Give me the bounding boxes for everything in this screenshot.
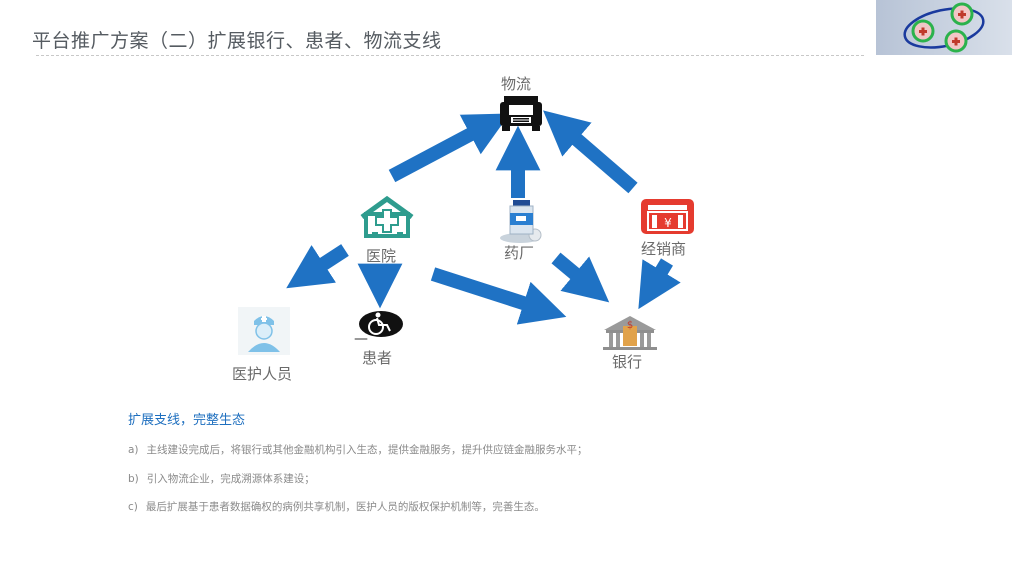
list-item-prefix: a) (128, 444, 139, 456)
arrow-dealer-to-logistics (543, 110, 638, 194)
store-icon: ¥ (641, 199, 694, 234)
list-item: b) 引入物流企业，完成溯源体系建设； (128, 471, 315, 486)
node-label-hospital: 医院 (366, 247, 397, 265)
arrow-pharma-to-bank (551, 252, 610, 303)
list-item-prefix: c) (128, 501, 138, 513)
node-label-pharma: 药厂 (504, 244, 535, 262)
section-title: 扩展支线，完整生态 (128, 413, 246, 428)
logo-network-icon (876, 0, 1012, 55)
arrow-hospital-to-logistics (388, 113, 510, 183)
wheelchair-icon (359, 311, 403, 337)
list-item-text: 最后扩展基于患者数据确权的病例共享机制，医护人员的版权保护机制等，完善生态。 (145, 501, 545, 513)
svg-text:$: $ (627, 320, 633, 331)
arrow-hospital-to-medical-staff (286, 244, 349, 289)
list-item-prefix: b) (128, 473, 139, 485)
svg-text:¥: ¥ (664, 216, 672, 230)
node-label-medical-staff: 医护人员 (232, 365, 293, 383)
page-title: 平台推广方案（二）扩展银行、患者、物流支线 (32, 30, 442, 52)
medicine-bottle-icon (500, 200, 542, 243)
arrow-dealer-to-bank (638, 258, 681, 310)
list-item: c) 最后扩展基于患者数据确权的病例共享机制，医护人员的版权保护机制等，完善生态。 (128, 499, 545, 514)
truck-icon (500, 96, 542, 131)
list-item-text: 引入物流企业，完成溯源体系建设； (146, 473, 315, 485)
list-item-text: 主线建设完成后，将银行或其他金融机构引入生态，提供金融服务，提升供应链金融服务水… (146, 444, 588, 456)
node-label-bank: 银行 (612, 353, 643, 371)
node-label-dealer: 经销商 (641, 240, 687, 258)
hospital-icon (360, 195, 414, 238)
node-label-patient: 患者 (362, 349, 393, 367)
nurse-icon (238, 307, 290, 355)
arrow-hospital-to-bank (430, 267, 567, 325)
title-divider (36, 55, 864, 56)
node-label-logistics: 物流 (501, 75, 532, 93)
patient-dash: — (354, 331, 368, 347)
bank-icon: $ (603, 316, 657, 350)
list-item: a) 主线建设完成后，将银行或其他金融机构引入生态，提供金融服务，提升供应链金融服… (128, 442, 588, 457)
